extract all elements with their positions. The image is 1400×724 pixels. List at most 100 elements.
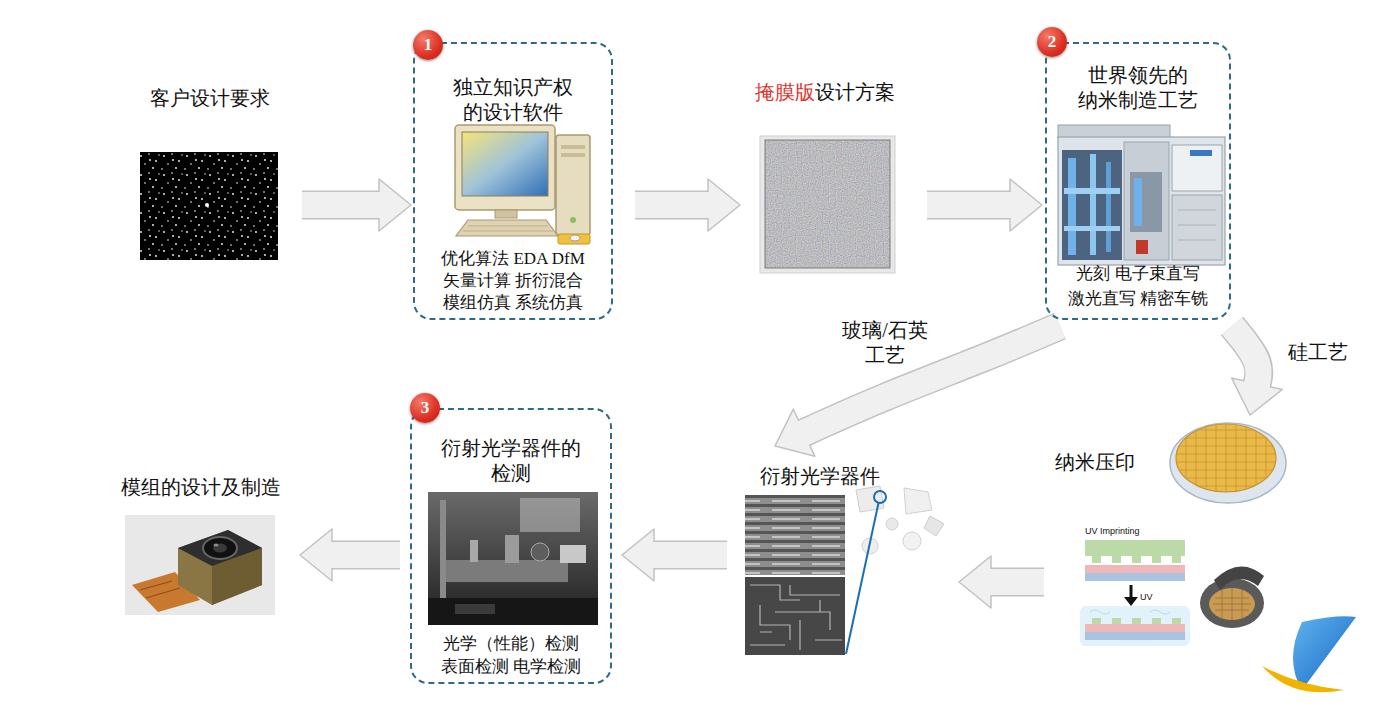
block-arrow bbox=[622, 529, 727, 581]
edge-label: 玻璃/石英 工艺 bbox=[835, 318, 935, 368]
uv-imprint-figure bbox=[1092, 556, 1101, 563]
camera-module-picture bbox=[140, 581, 180, 598]
lithography-machine bbox=[1068, 158, 1076, 255]
node-text: 纳米压印 bbox=[1055, 450, 1145, 475]
computer-icon bbox=[558, 234, 590, 244]
optical-elements bbox=[856, 486, 884, 512]
computer-icon bbox=[455, 125, 555, 210]
optical-elements bbox=[924, 516, 944, 536]
illustration-text: UV bbox=[1140, 592, 1153, 602]
node-text: 模组的设计及制造 bbox=[113, 475, 289, 500]
silicon-wafer bbox=[1246, 420, 1247, 500]
random-dot-pattern bbox=[205, 203, 209, 207]
node-text: 优化算法 EDA DfM 矢量计算 折衍混合 模组仿真 系统仿真 bbox=[432, 248, 594, 314]
uv-imprint-figure bbox=[1092, 618, 1101, 624]
text-row: 掩膜版设计方案 bbox=[745, 80, 905, 105]
lithography-machine bbox=[1190, 150, 1212, 156]
block-arrow bbox=[635, 179, 740, 231]
mask-pattern bbox=[765, 140, 890, 268]
camera-module-picture bbox=[178, 530, 262, 605]
test-lab-photo bbox=[455, 604, 495, 614]
arrow-head bbox=[708, 179, 740, 231]
computer-icon bbox=[495, 210, 517, 218]
uv-imprint-figure bbox=[1085, 540, 1185, 556]
callout-text: 3 bbox=[410, 393, 440, 423]
company-logo bbox=[1293, 616, 1356, 690]
computer-icon bbox=[561, 145, 585, 149]
uv-imprint-figure bbox=[1085, 573, 1185, 581]
arrow-head bbox=[959, 556, 991, 608]
callout-text: 2 bbox=[1037, 27, 1067, 57]
silicon-wafer bbox=[1256, 420, 1257, 500]
silicon-wafer bbox=[1170, 486, 1280, 487]
block-arrow bbox=[775, 326, 1060, 456]
sem-image bbox=[745, 495, 845, 655]
node-text: 衍射光学器件的 检测 bbox=[436, 436, 586, 486]
camera-module-picture bbox=[125, 515, 275, 615]
silicon-wafer bbox=[1186, 420, 1187, 500]
lithography-machine bbox=[1062, 150, 1122, 260]
computer-icon bbox=[556, 135, 590, 235]
block-arrow bbox=[959, 556, 1044, 608]
uv-imprint-figure bbox=[1085, 632, 1185, 640]
callout-number: 1 bbox=[413, 30, 443, 60]
uv-imprint-figure bbox=[1152, 618, 1161, 624]
lithography-machine bbox=[1178, 225, 1216, 226]
arrow-body bbox=[651, 542, 727, 568]
node-text: 衍射光学器件 bbox=[755, 464, 885, 489]
silicon-wafer bbox=[1206, 420, 1207, 500]
random-dot-pattern bbox=[140, 152, 278, 260]
camera-module-picture bbox=[214, 544, 219, 547]
silicon-wafer bbox=[1170, 423, 1286, 503]
optical-elements bbox=[904, 488, 932, 514]
uv-imprint-figure bbox=[1112, 556, 1121, 563]
random-dot-pattern bbox=[140, 152, 278, 260]
uv-imprint-figure bbox=[1085, 624, 1185, 632]
test-lab-photo bbox=[520, 498, 580, 532]
sem-image bbox=[750, 585, 842, 650]
silicon-wafer bbox=[1170, 478, 1280, 479]
silicon-wafer bbox=[1170, 420, 1280, 500]
silicon-wafer bbox=[1170, 420, 1286, 503]
silicon-wafer bbox=[1196, 420, 1197, 500]
node-text: 客户设计要求 bbox=[135, 86, 285, 111]
computer-icon bbox=[468, 226, 548, 227]
camera-module-picture bbox=[213, 544, 227, 553]
silicon-wafer bbox=[1170, 454, 1280, 455]
waffle-iron bbox=[1200, 578, 1264, 628]
process-box: 独立知识产权 的设计软件优化算法 EDA DfM 矢量计算 折衍混合 模组仿真 … bbox=[413, 42, 613, 320]
node-text: 设计方案 bbox=[815, 80, 895, 105]
waffle-iron bbox=[1209, 588, 1255, 620]
silicon-wafer bbox=[1266, 420, 1267, 500]
sem-image bbox=[745, 577, 845, 655]
waffle-iron bbox=[1200, 566, 1264, 628]
lithography-machine bbox=[1064, 188, 1120, 194]
callout-text: 1 bbox=[413, 30, 443, 60]
uv-imprint-figure bbox=[1132, 556, 1141, 563]
node-text: 光学（性能）检测 表面检测 电学检测 bbox=[434, 632, 589, 678]
block-arrow bbox=[927, 179, 1042, 231]
lithography-machine bbox=[1106, 162, 1111, 252]
test-lab-photo bbox=[440, 500, 446, 600]
computer-icon bbox=[456, 220, 558, 236]
step-block: 掩膜版设计方案 bbox=[745, 76, 905, 276]
edge-label: 硅工艺 bbox=[1283, 340, 1353, 365]
uv-imprint-figure bbox=[1124, 597, 1138, 606]
arrow-body bbox=[302, 192, 382, 218]
mask-pattern bbox=[760, 136, 895, 273]
test-lab-photo bbox=[428, 492, 598, 625]
block-arrow bbox=[302, 179, 411, 231]
test-lab-photo bbox=[428, 492, 598, 625]
lithography-machine bbox=[1058, 125, 1225, 265]
computer-icon bbox=[561, 153, 585, 157]
process-box: 世界领先的 纳米制造工艺光刻 电子束直写 激光直写 精密车铣2 bbox=[1045, 42, 1231, 320]
arrow-head bbox=[300, 529, 332, 581]
arrow-body bbox=[801, 326, 1060, 434]
lithography-machine bbox=[1134, 178, 1142, 226]
computer-icon bbox=[455, 125, 590, 244]
optical-elements bbox=[874, 491, 886, 503]
mask-pattern bbox=[760, 136, 895, 273]
uv-imprint-figure bbox=[1085, 565, 1185, 573]
silicon-wafer bbox=[1170, 446, 1280, 447]
